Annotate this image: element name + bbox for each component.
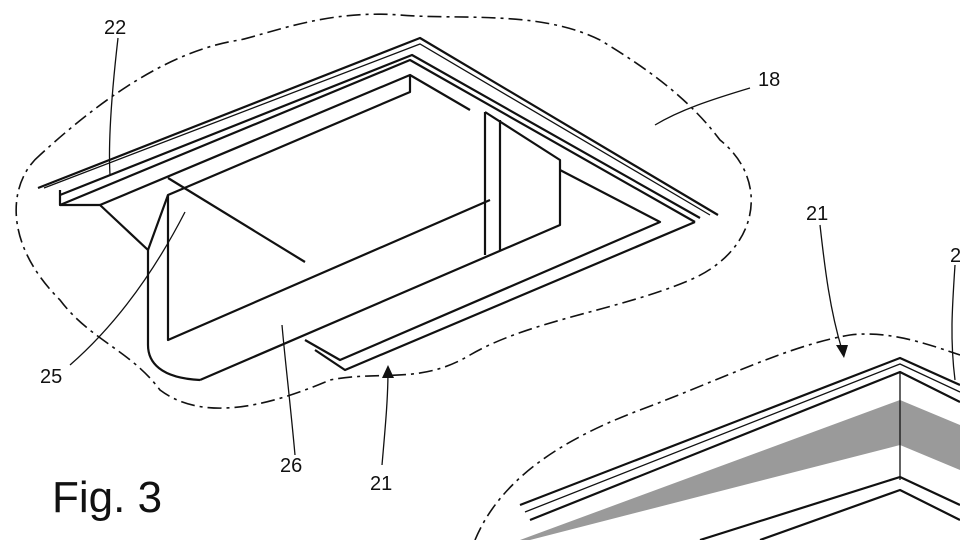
label-25: 25 — [40, 366, 62, 388]
figure-title: Fig. 3 — [52, 473, 162, 522]
frame-outline — [38, 38, 718, 380]
leader-lines — [70, 38, 955, 465]
label-21-right: 21 — [806, 203, 828, 225]
label-18: 18 — [758, 69, 780, 91]
label-21-bottom: 21 — [370, 473, 392, 495]
second-detail — [520, 358, 960, 540]
label-26: 26 — [280, 455, 302, 477]
label-22: 22 — [104, 17, 126, 39]
label-2-partial: 2 — [950, 245, 960, 267]
